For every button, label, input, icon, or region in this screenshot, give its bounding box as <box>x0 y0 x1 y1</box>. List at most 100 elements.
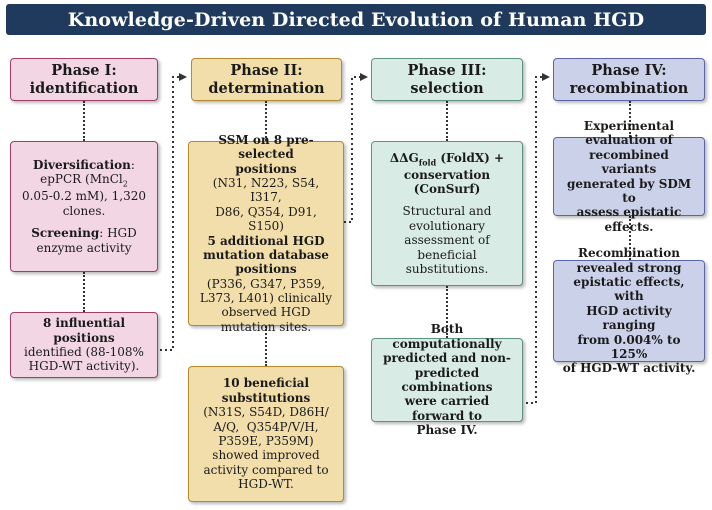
beneficial-title1: 10 beneficial <box>222 376 310 391</box>
ssm-line1: SSM on 8 pre-selected <box>196 133 336 162</box>
additional-positions-1: (P336, G347, P359, <box>206 276 326 291</box>
screening-text: : HGD <box>99 226 137 241</box>
screening-line: Screening: HGD <box>31 226 137 240</box>
additional-line3: positions <box>235 262 296 276</box>
diversification-label: Diversification <box>33 158 131 173</box>
recomb-line4: HGD activity ranging <box>561 304 697 333</box>
connector-p1-box1-box2 <box>83 272 85 312</box>
consurf-line: conservation (ConSurf) <box>379 168 515 197</box>
ssm-line2: positions <box>235 162 296 176</box>
beneficial-title2: substitutions <box>221 390 311 405</box>
phase4-header: Phase IV: recombination <box>553 58 705 101</box>
concentration-line: 0.05-0.2 mM), 1,320 <box>21 189 146 204</box>
phase2-header: Phase II: determination <box>191 58 342 101</box>
additional-line2: mutation database <box>203 248 329 262</box>
additional-positions-4: mutation sites. <box>220 319 312 334</box>
phase3-header-line2: selection <box>410 79 484 97</box>
improved-line2: activity compared to <box>203 462 329 477</box>
combo-line4: were carried forward to <box>379 394 515 423</box>
ddg-line: ΔΔGfold (FoldX) + <box>390 151 504 168</box>
recomb-text3: epistatic effects, with <box>573 275 685 304</box>
eval-line3: recombined variants <box>561 148 697 177</box>
influential-positions: 8 influential positions <box>42 316 126 345</box>
additional-positions-3: observed HGD <box>221 305 311 320</box>
phase4-header-line1: Phase IV: <box>591 62 667 80</box>
eval-text5: assess epistatic effects. <box>576 205 682 234</box>
phase1-result-box: 8 influential positions identified (88-1… <box>10 312 158 378</box>
combo-text4: were carried forward to <box>404 394 490 423</box>
title-bar: Knowledge-Driven Directed Evolution of H… <box>6 4 706 35</box>
screening-label: Screening <box>31 226 100 241</box>
beneficial-line1: 10 beneficial <box>223 376 309 390</box>
combo-text3: predicted combinations <box>401 365 493 394</box>
additional-positions-2: L373, L401) clinically <box>199 291 333 306</box>
ddg-symbol: ΔΔG <box>389 150 419 165</box>
epPCR-line: epPCR (MnCl2 <box>40 172 128 189</box>
additional-title2: mutation database <box>203 247 329 262</box>
activity-line: HGD-WT activity). <box>28 359 140 374</box>
identified-line: identified (88-108% <box>24 345 144 359</box>
link-phase1-to-phase2 <box>160 73 187 351</box>
consurf-text: conservation (ConSurf) <box>403 167 491 197</box>
phase1-header-line2: identification <box>29 79 139 97</box>
connector-p4-box1-box2 <box>629 216 631 260</box>
phase4-result-box: Recombination revealed strong epistatic … <box>553 246 705 375</box>
substitutions-1: (N31S, S54D, D86H/ <box>203 405 329 420</box>
phase2-header-line2: determination <box>208 79 325 97</box>
structural-line3: assessment of <box>404 233 490 248</box>
eval-text3: recombined variants <box>589 147 669 177</box>
foldx-text: (FoldX) + <box>436 150 505 165</box>
diversification-line: Diversification: <box>33 158 135 172</box>
recomb-text1: Recombination <box>578 246 680 261</box>
combo-line1: Both computationally <box>379 322 515 351</box>
eval-text4: generated by SDM to <box>566 176 692 205</box>
additional-title1: 5 additional HGD <box>207 233 325 248</box>
eval-text2: evaluation of <box>585 133 673 148</box>
substitutions-3: P359E, P359M) <box>218 434 314 448</box>
combo-line3: predicted combinations <box>379 366 515 395</box>
connector-p3-header-box1 <box>446 101 448 141</box>
structural-line1: Structural and <box>402 204 492 219</box>
phase4-evaluation-box: Experimental evaluation of recombined va… <box>553 119 705 234</box>
connector-p2-header-box1 <box>265 101 267 141</box>
phase3-header: Phase III: selection <box>371 58 523 101</box>
recomb-line2: revealed strong <box>577 261 682 275</box>
eval-line5: assess epistatic effects. <box>561 205 697 234</box>
phase3-result-box: Both computationally predicted and non- … <box>371 322 523 437</box>
influential-line: 8 influential positions <box>18 316 150 345</box>
combo-text1: Both computationally <box>392 322 502 351</box>
connector-p3-box1-box2 <box>446 286 448 338</box>
additional-line1: 5 additional HGD <box>208 234 325 248</box>
combo-line2: predicted and non- <box>383 351 511 365</box>
eval-text1: Experimental <box>583 118 675 133</box>
diversification-sep: : <box>130 158 135 173</box>
phase2-header-line1: Phase II: <box>230 62 303 80</box>
recomb-text5: from 0.004% to 125% <box>577 332 681 361</box>
phase2-ssm-box: SSM on 8 pre-selected positions (N31, N2… <box>188 133 344 334</box>
structural-line4: beneficial substitutions. <box>405 247 489 276</box>
link-phase2-to-phase3 <box>344 73 368 223</box>
recomb-line1: Recombination <box>578 246 680 260</box>
phase4-header-line2: recombination <box>569 79 689 97</box>
ddg-subscript: fold <box>418 157 437 168</box>
additional-title3: positions <box>235 262 297 277</box>
phase3-assessment-box: ΔΔGfold (FoldX) + conservation (ConSurf)… <box>371 141 523 286</box>
recomb-text2: revealed strong <box>576 260 682 275</box>
phase1-header: Phase I: identification <box>10 58 158 101</box>
connector-p1-header-box1 <box>83 101 85 141</box>
mncl-subscript: 2 <box>122 179 128 189</box>
recomb-text6: of HGD-WT activity. <box>562 361 696 376</box>
link-phase3-to-phase4 <box>526 73 550 404</box>
ssm-positions-2: D86, Q354, D91, S150) <box>215 204 317 234</box>
combo-line5: Phase IV. <box>416 423 477 437</box>
ssm-title2: positions <box>235 161 297 176</box>
recomb-line3: epistatic effects, with <box>561 275 697 304</box>
connector-p4-header-box1 <box>629 101 631 137</box>
beneficial-line2: substitutions <box>222 391 311 405</box>
combo-text2: predicted and non- <box>383 351 511 366</box>
connector-p2-box1-box2 <box>265 326 267 366</box>
epPCR-text: epPCR (MnCl <box>40 172 123 187</box>
structural-line2: evolutionary <box>409 218 485 233</box>
eval-line4: generated by SDM to <box>561 177 697 206</box>
